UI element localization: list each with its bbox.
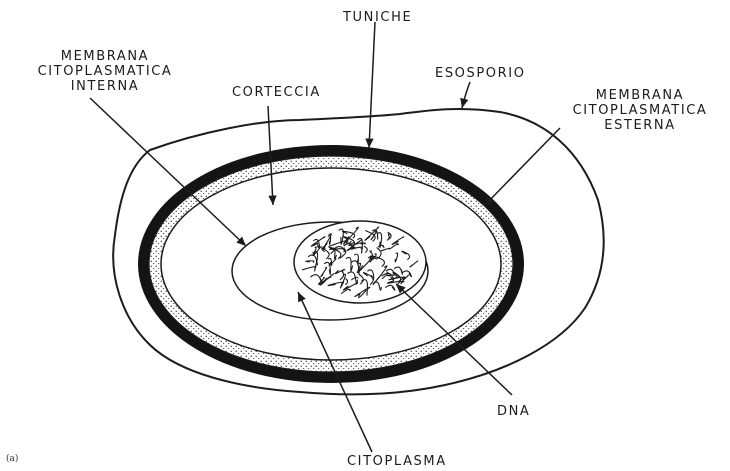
arrow-esosporio	[462, 82, 470, 108]
label-dna: DNA	[497, 404, 530, 419]
label-citoplasma: CITOPLASMA	[347, 454, 447, 469]
label-membrana-esterna: MEMBRANA CITOPLASMATICA ESTERNA	[560, 88, 720, 133]
label-membrana-interna-line3: INTERNA	[30, 79, 180, 94]
label-membrana-esterna-line2: CITOPLASMATICA	[560, 103, 720, 118]
label-membrana-interna-line1: MEMBRANA	[30, 49, 180, 64]
dna-region	[294, 221, 426, 303]
label-membrana-interna-line2: CITOPLASMATICA	[30, 64, 180, 79]
label-corteccia: CORTECCIA	[232, 85, 321, 100]
label-membrana-esterna-line3: ESTERNA	[560, 118, 720, 133]
label-membrana-interna: MEMBRANA CITOPLASMATICA INTERNA	[30, 49, 180, 94]
figure-tag: (a)	[6, 454, 18, 464]
arrow-membrana-esterna	[484, 128, 560, 206]
label-membrana-esterna-line1: MEMBRANA	[560, 88, 720, 103]
arrow-tuniche	[369, 22, 375, 148]
label-esosporio: ESOSPORIO	[435, 66, 526, 81]
label-tuniche: TUNICHE	[343, 10, 412, 25]
